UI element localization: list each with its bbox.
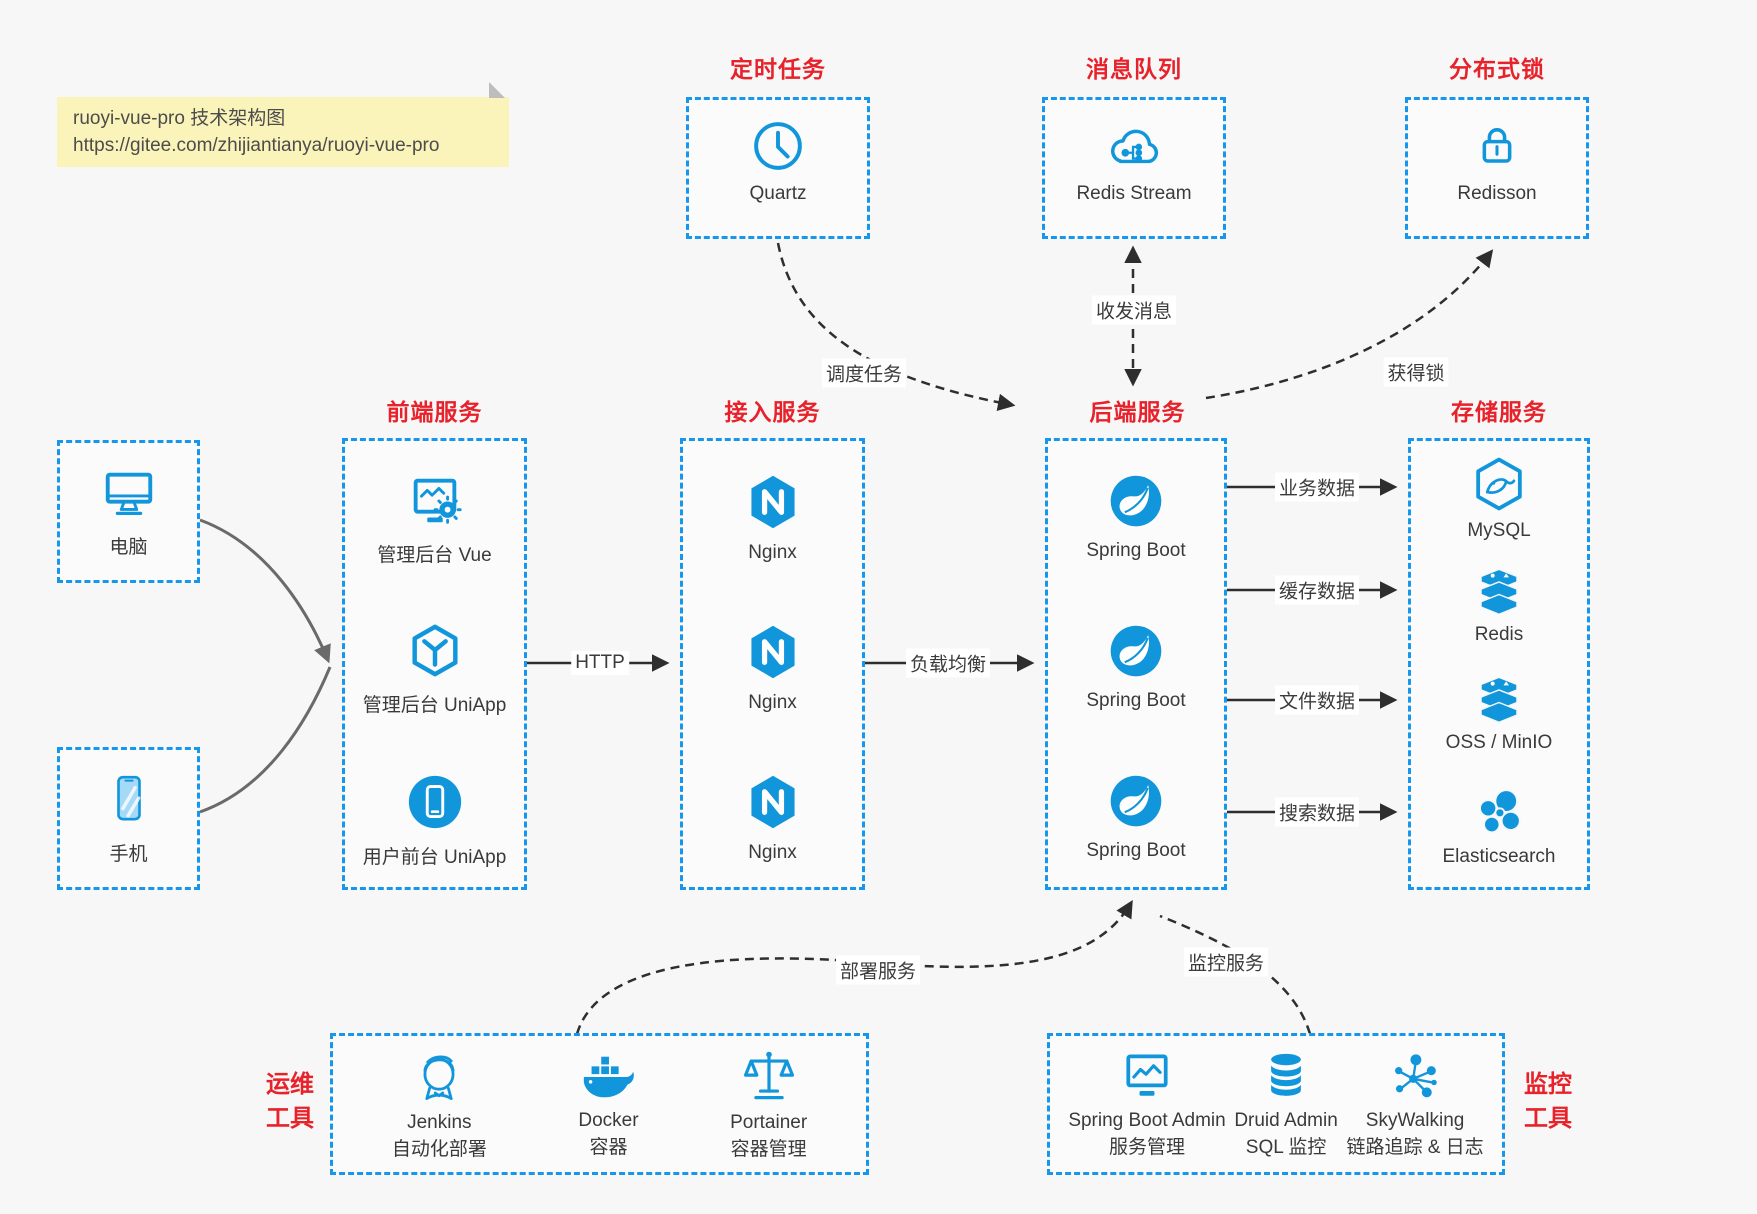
section-title-monitoring-tools: 监控 工具 (1524, 1071, 1572, 1132)
docker-icon (584, 1056, 635, 1098)
redis-stream-label: Redis Stream (1076, 183, 1192, 204)
section-title-storage: 存储服务 (1451, 399, 1547, 425)
skywalking-item: SkyWalking 链路追踪 & 日志 (1346, 1048, 1484, 1160)
gateway-box: Nginx Nginx Nginx (680, 438, 865, 890)
spring-boot-label: Spring Boot (1086, 840, 1186, 861)
spring-boot-admin-desc: 服务管理 (1108, 1137, 1185, 1158)
client-curves (199, 518, 332, 814)
druid-admin-desc: SQL 监控 (1245, 1137, 1327, 1158)
admin-vue-label: 管理后台 Vue (377, 545, 492, 566)
docker-desc: 容器 (589, 1137, 628, 1158)
spring-boot-label: Spring Boot (1086, 540, 1186, 561)
edge-label-file: 文件数据 (1274, 685, 1360, 715)
section-title-backend: 后端服务 (1089, 399, 1186, 425)
nginx-icon (750, 625, 795, 679)
edge-label-monitor: 监控服务 (1183, 947, 1269, 977)
jenkins-name: Jenkins (407, 1112, 472, 1133)
nginx-label: Nginx (748, 542, 797, 563)
redis-label: Redis (1474, 624, 1524, 645)
section-title-ops-tools: 运维 工具 (266, 1071, 314, 1132)
section-title-scheduled-tasks: 定时任务 (730, 56, 826, 82)
elasticsearch-icon (1479, 789, 1521, 834)
nginx-label: Nginx (748, 692, 797, 713)
mysql-icon (1476, 457, 1522, 511)
storage-box: MySQL Redis (1408, 438, 1590, 890)
nginx-label: Nginx (748, 842, 797, 863)
ops-tools-box: Jenkins 自动化部署 Docker 容器 (330, 1033, 869, 1175)
jenkins-icon (423, 1055, 455, 1100)
spring-boot-icon (1110, 475, 1162, 527)
pc-client-label: 电脑 (109, 537, 148, 558)
redis-stream-box: Redis Stream (1042, 97, 1226, 239)
user-app-icon (408, 775, 461, 829)
edge-label-search: 搜索数据 (1274, 797, 1360, 827)
edge-label-load-balance: 负载均衡 (905, 648, 991, 678)
section-title-message-queue: 消息队列 (1086, 56, 1182, 82)
phone-icon (116, 775, 141, 821)
cloud-stream-icon (1111, 129, 1159, 164)
pc-client-box: 电脑 (57, 440, 200, 583)
note-title: ruoyi-vue-pro 技术架构图 (73, 108, 286, 129)
oss-minio-label: OSS / MinIO (1445, 732, 1553, 753)
spring-boot-admin-name: Spring Boot Admin (1068, 1110, 1226, 1131)
quartz-label: Quartz (749, 183, 807, 204)
lock-icon (1482, 128, 1512, 163)
nginx-icon (750, 475, 795, 529)
edge-label-deploy: 部署服务 (835, 955, 921, 985)
portainer-icon (743, 1051, 794, 1100)
redisson-label: Redisson (1457, 183, 1537, 204)
portainer-item: Portainer 容器管理 (730, 1046, 807, 1162)
monitor-icon (105, 472, 152, 515)
spring-boot-icon (1110, 775, 1162, 827)
edge-label-business: 业务数据 (1274, 472, 1360, 502)
nginx-icon (750, 775, 795, 829)
monitoring-tools-box: Spring Boot Admin 服务管理 Druid Admin SQL 监… (1047, 1033, 1505, 1175)
sticky-note: ruoyi-vue-pro 技术架构图 https://gitee.com/zh… (57, 82, 509, 167)
note-url: https://gitee.com/zhijiantianya/ruoyi-vu… (73, 135, 440, 156)
edge-label-message: 收发消息 (1091, 295, 1177, 325)
jenkins-desc: 自动化部署 (391, 1139, 487, 1160)
redis-stack-icon (1480, 568, 1518, 616)
docker-item: Docker 容器 (576, 1048, 640, 1160)
edge-label-cache: 缓存数据 (1274, 575, 1360, 605)
section-title-frontend: 前端服务 (386, 399, 483, 425)
spring-boot-admin-icon (1126, 1054, 1168, 1096)
section-title-distributed-lock: 分布式锁 (1449, 56, 1545, 82)
skywalking-topology-icon (1395, 1054, 1437, 1098)
druid-database-icon (1271, 1053, 1301, 1096)
skywalking-name: SkyWalking (1365, 1110, 1465, 1131)
portainer-name: Portainer (730, 1112, 808, 1133)
spring-boot-icon (1110, 625, 1162, 677)
mobile-client-box: 手机 (57, 747, 200, 890)
redisson-box: Redisson (1405, 97, 1589, 239)
spring-boot-admin-item: Spring Boot Admin 服务管理 (1068, 1048, 1226, 1160)
admin-vue-icon (413, 478, 462, 524)
section-title-gateway: 接入服务 (724, 399, 821, 425)
uniapp-cube-icon (411, 624, 458, 677)
quartz-box: Quartz (686, 97, 870, 239)
skywalking-desc: 链路追踪 & 日志 (1346, 1137, 1484, 1158)
mobile-client-label: 手机 (109, 844, 148, 865)
edge-label-lock: 获得锁 (1383, 357, 1449, 387)
backend-box: Spring Boot Spring Boot Spring Boot (1045, 438, 1227, 890)
clock-icon (754, 122, 802, 170)
oss-minio-stack-icon (1480, 676, 1518, 724)
druid-admin-name: Druid Admin (1234, 1110, 1338, 1131)
portainer-desc: 容器管理 (730, 1139, 807, 1160)
edge-label-schedule: 调度任务 (821, 358, 907, 388)
user-uniapp-label: 用户前台 UniApp (362, 847, 507, 868)
druid-admin-item: Druid Admin SQL 监控 (1234, 1048, 1338, 1160)
mysql-label: MySQL (1467, 520, 1531, 541)
spring-boot-label: Spring Boot (1086, 690, 1186, 711)
frontend-box: 管理后台 Vue 管理后台 UniApp 用户前台 UniApp (342, 438, 527, 890)
docker-name: Docker (578, 1110, 639, 1131)
admin-uniapp-label: 管理后台 UniApp (362, 695, 507, 716)
jenkins-item: Jenkins 自动化部署 (392, 1046, 487, 1162)
elasticsearch-label: Elasticsearch (1442, 846, 1556, 867)
edge-label-http: HTTP (571, 651, 629, 675)
note-fold-corner (489, 82, 505, 98)
